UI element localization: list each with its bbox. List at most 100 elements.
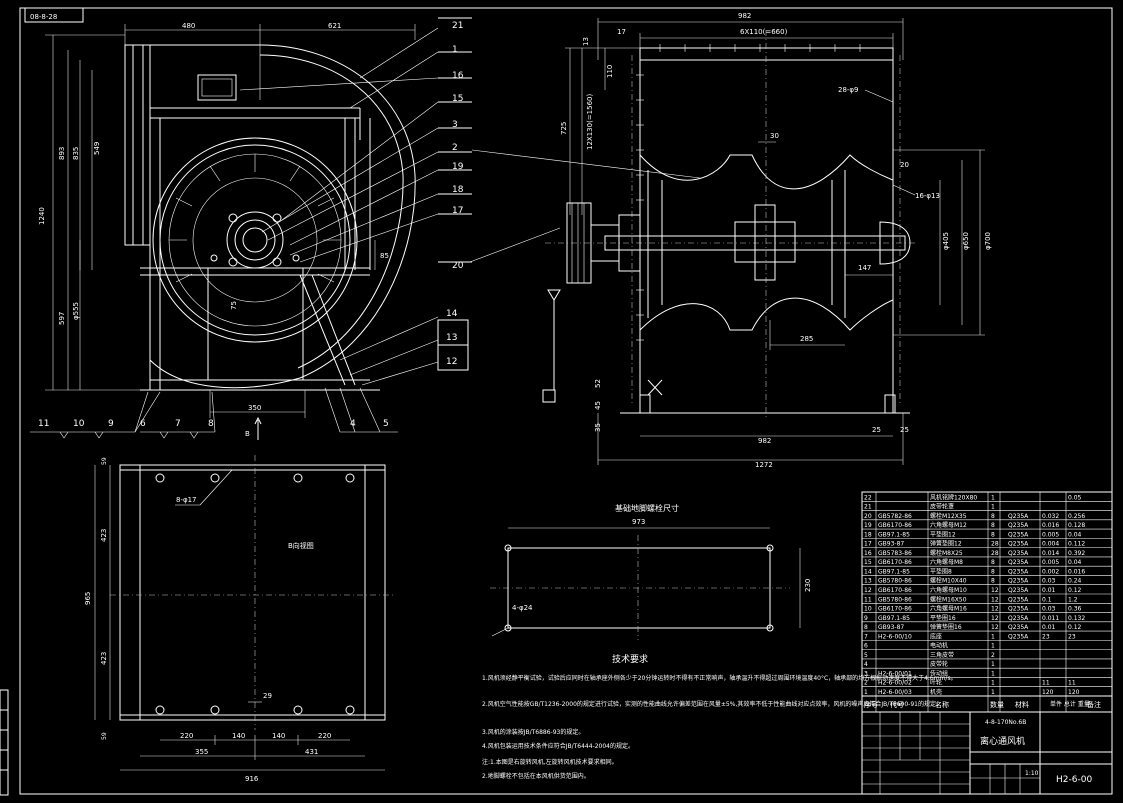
base-dim-width: 916 (245, 775, 259, 783)
svg-text:11: 11 (38, 419, 49, 429)
bom-cell-qty: 12 (991, 615, 999, 622)
dim-top-right: 621 (328, 22, 341, 30)
bom-cell-rem: 0.24 (1068, 578, 1082, 585)
dim-upper-h3: 549 (93, 142, 101, 155)
bom-cell-mat: Q235A (1008, 513, 1029, 520)
bom-cell-rem: 1.2 (1068, 596, 1078, 603)
bom-cell-rem: 23 (1068, 633, 1076, 640)
svg-text:1.风机须经静平衡试验，试验后应同时在轴承座外侧各少于20分: 1.风机须经静平衡试验，试验后应同时在轴承座外侧各少于20分钟运转时不得有不正常… (482, 674, 957, 682)
bom-cell-mat: Q235A (1008, 606, 1029, 613)
bom-cell-no: 3 (864, 670, 868, 677)
bom-cell-rem: 0.392 (1068, 550, 1085, 557)
bom-cell-mat: Q235A (1008, 633, 1029, 640)
bom-cell-name: 底座 (930, 632, 942, 640)
bom-cell-name: 平垫圈8 (930, 567, 952, 575)
front-view: 480 621 1240 893 835 549 597 φ555 (30, 17, 701, 440)
svg-text:75: 75 (230, 301, 238, 310)
dim-upper-h1: 893 (58, 147, 66, 160)
bom-cell-no: 1 (864, 689, 868, 696)
bom-cell-qty: 28 (991, 550, 999, 557)
bom-cell-name: 六角螺母M10 (930, 586, 967, 594)
bom-cell-name: 机壳 (930, 688, 942, 696)
svg-text:4.风机包装运用技术条件应符合JB/T6444-2004的规: 4.风机包装运用技术条件应符合JB/T6444-2004的规定。 (482, 742, 634, 750)
side-dim-top-overall: 982 (738, 12, 751, 20)
bom-cell-no: 22 (864, 494, 872, 501)
bom-cell-name: 三角皮带 (930, 651, 954, 659)
svg-text:9: 9 (108, 419, 114, 429)
base-dim-bottom-margin: 59 (101, 732, 108, 740)
bom-cell-rem: 0.04 (1068, 531, 1082, 538)
bom-cell-qty: 12 (991, 596, 999, 603)
side-dim-d3: φ700 (984, 232, 992, 250)
bom-cell-mat: Q235A (1008, 522, 1029, 529)
bom-header-material: 材料 (1015, 700, 1029, 709)
bom-cell-wt: 0.032 (1042, 513, 1059, 520)
title-model: 4-8-170No.6B (985, 719, 1026, 726)
bom-cell-name: 叶轮 (930, 679, 942, 687)
bom-cell-qty: 12 (991, 587, 999, 594)
bom-cell-qty: 1 (991, 670, 995, 677)
bom-cell-wt: 11 (1042, 680, 1050, 687)
bom-cell-name: 风机铭牌120X80 (930, 493, 977, 501)
svg-text:6: 6 (140, 419, 146, 429)
bom-header-code: 代号 (890, 700, 904, 709)
bom-cell-rem: 0.12 (1068, 587, 1082, 594)
foundation-width: 973 (632, 518, 645, 526)
svg-text:15: 15 (452, 94, 463, 104)
bom-cell-name: 六角螺母M16 (930, 605, 967, 613)
bom-cell-qty: 8 (991, 513, 995, 520)
svg-text:2.风机空气性能按GB/T1236-2000的规定进行试验，: 2.风机空气性能按GB/T1236-2000的规定进行试验，实测的性能曲线允许偏… (482, 700, 942, 708)
bom-cell-code: GB97.1-85 (878, 568, 910, 575)
binding-margin (0, 689, 9, 796)
bom-cell-no: 9 (864, 615, 868, 622)
part-numbers-right: 21 1 16 15 3 2 19 18 17 20 14 13 12 (446, 21, 464, 367)
sheet-border (19, 7, 1113, 795)
corner-tag: 08-8-28 (30, 13, 57, 21)
bom-cell-name: 电动机 (930, 642, 948, 650)
svg-text:16: 16 (452, 71, 464, 81)
foundation-holes: 4-φ24 (512, 604, 533, 612)
svg-text:5: 5 (383, 419, 389, 429)
bom-cell-no: 19 (864, 522, 872, 529)
bom-cell-qty: 1 (991, 680, 995, 687)
svg-text:4: 4 (350, 419, 356, 429)
base-dim-center-mark: 29 (263, 692, 272, 700)
bom-cell-name: 平垫圈12 (930, 530, 956, 538)
dim-lower-h2: φ555 (72, 302, 80, 320)
tech-requirements: 技术要求 1.风机须经静平衡试验，试验后应同时在轴承座外侧各少于20分钟运转时不… (482, 653, 957, 780)
base-holes-label: 8-φ17 (176, 496, 197, 504)
corner-tag-box (24, 7, 84, 23)
bom-cell-wt: 0.03 (1042, 578, 1056, 585)
bom-cell-name: 螺栓M12X35 (930, 512, 967, 520)
bom-cell-wt: 0.016 (1042, 522, 1059, 529)
bom-cell-wt: 120 (1042, 689, 1054, 696)
svg-text:12: 12 (446, 357, 457, 367)
bom-cell-rem: 120 (1068, 689, 1080, 696)
bom-header-seq: 序号 (864, 700, 878, 709)
svg-text:1: 1 (452, 45, 458, 55)
bom-cell-qty: 1 (991, 633, 995, 640)
bom-header-weight: 单件 总计 重量 (1050, 700, 1090, 708)
drawing-number: H2-6-00 (1056, 775, 1092, 785)
base-dim-seg1: 220 (180, 732, 193, 740)
bom-cell-no: 12 (864, 587, 872, 594)
svg-text:2: 2 (452, 143, 458, 153)
bom-cell-rem: 0.12 (1068, 624, 1082, 631)
bom-cell-no: 16 (864, 550, 872, 557)
bom-cell-code: GB5780-86 (878, 596, 912, 603)
bom-cell-name: 螺栓M16X50 (930, 595, 967, 603)
svg-text:10: 10 (73, 419, 85, 429)
base-dim-upper: 423 (100, 529, 108, 542)
dim-overall-height: 1240 (38, 207, 46, 225)
bom-cell-mat: Q235A (1008, 568, 1029, 575)
side-dim-right-offset: 20 (900, 161, 909, 169)
bom-cell-code: GB6170-86 (878, 606, 912, 613)
base-view: 8-φ17 B向视图 965 423 423 59 59 220 140 140… (84, 455, 395, 783)
side-dim-shaft: 30 (770, 132, 779, 140)
svg-text:13: 13 (446, 333, 457, 343)
bom-cell-no: 18 (864, 531, 872, 538)
bom-cell-wt: 0.004 (1042, 541, 1059, 548)
base-dim-half-right: 431 (305, 748, 318, 756)
bom-cell-code: GB5780-86 (878, 578, 912, 585)
